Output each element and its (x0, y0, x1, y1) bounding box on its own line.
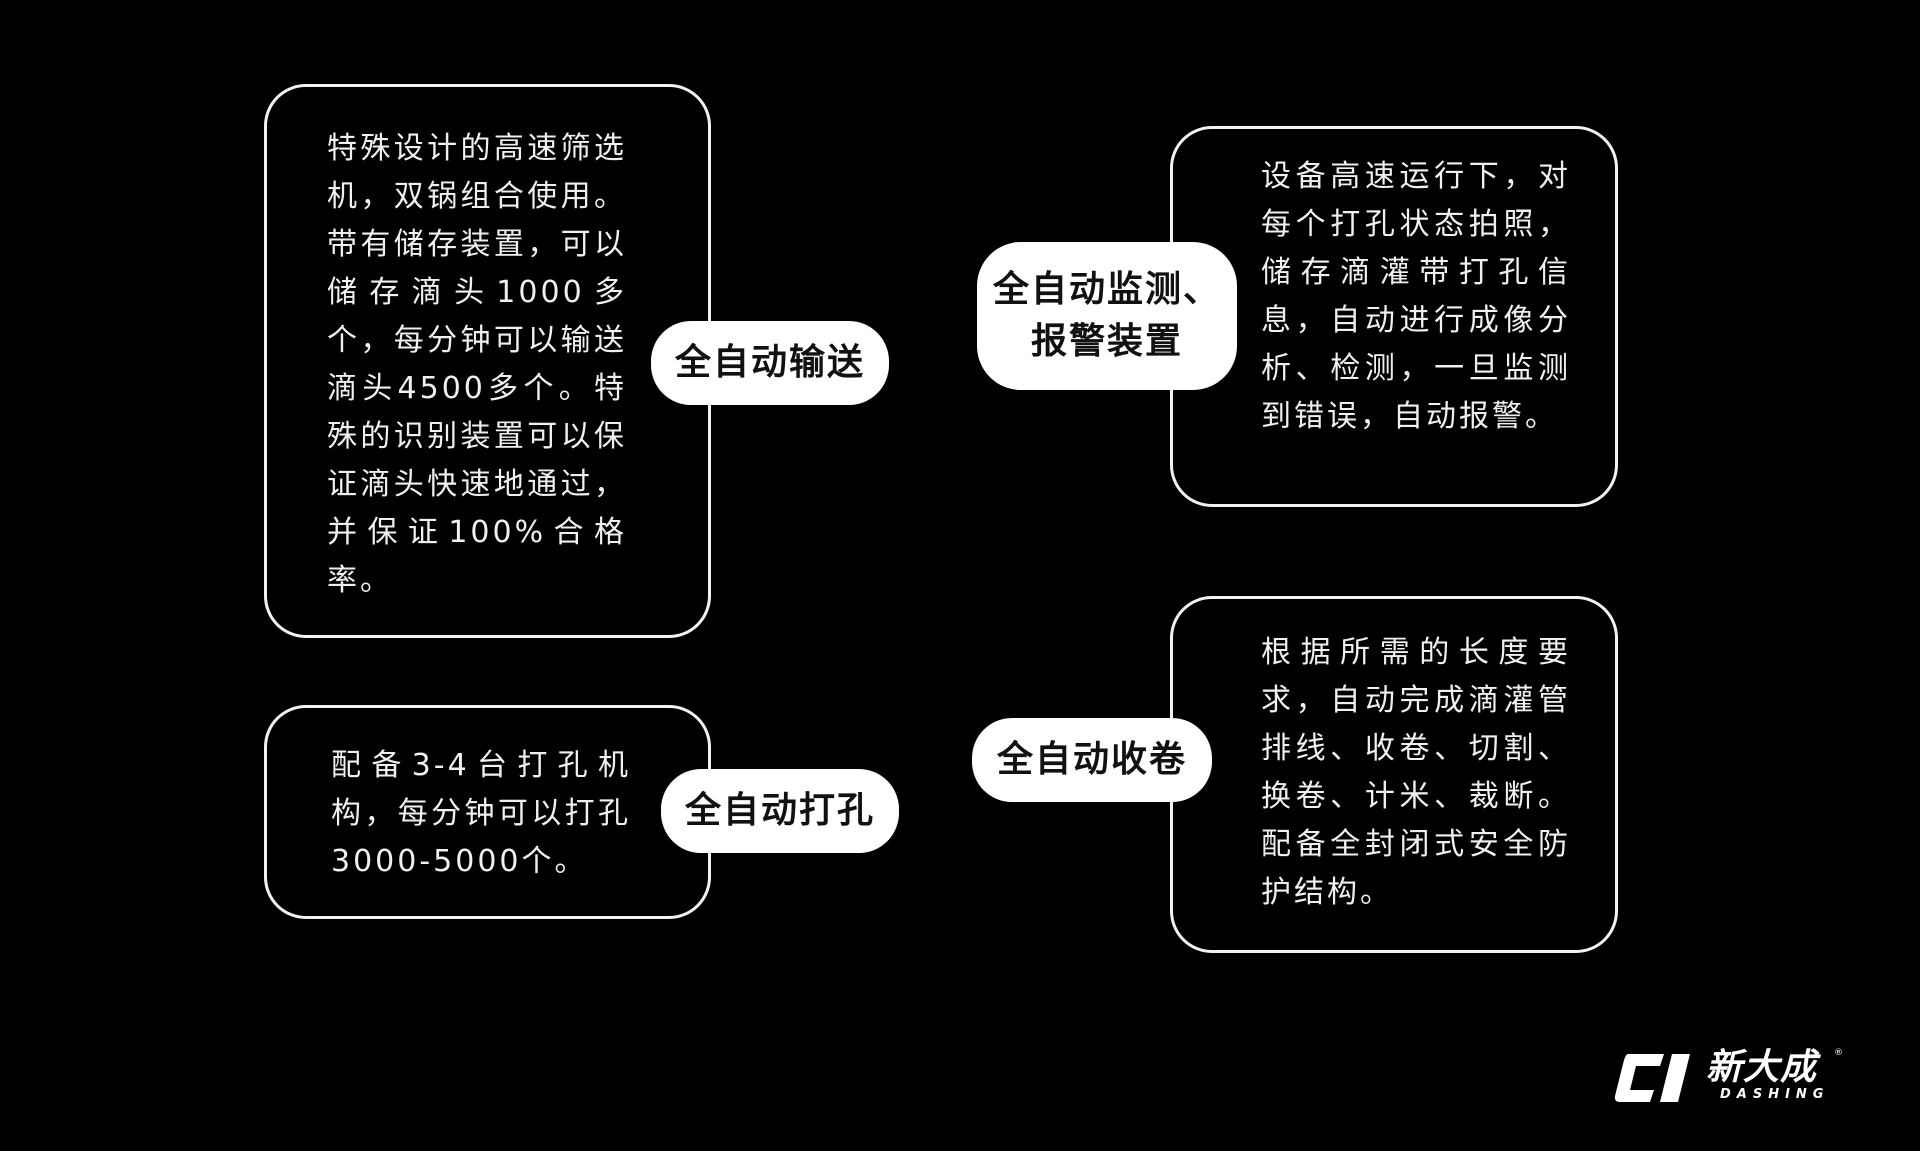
brand-name-cn: 新大成 (1706, 1047, 1818, 1088)
feature-card-monitoring: 设备高速运行下，对每个打孔状态拍照，储存滴灌带打孔信息，自动进行成像分析、检测，… (1170, 126, 1618, 507)
logo-ci-icon (1614, 1054, 1690, 1102)
feature-card-conveying: 特殊设计的高速筛选机，双锅组合使用。带有储存装置，可以储存滴头1000多个，每分… (264, 84, 711, 638)
feature-label-monitoring: 全自动监测、 报警装置 (977, 242, 1237, 390)
feature-description: 根据所需的长度要求，自动完成滴灌管排线、收卷、切割、换卷、计米、裁断。配备全封闭… (1261, 635, 1571, 910)
feature-label-punching: 全自动打孔 (661, 769, 899, 853)
feature-description: 设备高速运行下，对每个打孔状态拍照，储存滴灌带打孔信息，自动进行成像分析、检测，… (1261, 159, 1571, 434)
brand-logo: 新大成 DASHING ® (1614, 1047, 1844, 1112)
feature-label-conveying: 全自动输送 (651, 321, 889, 405)
brand-name-en: DASHING (1720, 1087, 1830, 1102)
feature-card-punching: 配备3-4台打孔机构，每分钟可以打孔3000-5000个。 (264, 705, 711, 919)
feature-description: 特殊设计的高速筛选机，双锅组合使用。带有储存装置，可以储存滴头1000多个，每分… (327, 131, 627, 598)
feature-description: 配备3-4台打孔机构，每分钟可以打孔3000-5000个。 (331, 748, 631, 879)
feature-label-winding: 全自动收卷 (972, 718, 1212, 802)
registered-mark: ® (1834, 1048, 1843, 1058)
feature-card-winding: 根据所需的长度要求，自动完成滴灌管排线、收卷、切割、换卷、计米、裁断。配备全封闭… (1170, 596, 1618, 953)
